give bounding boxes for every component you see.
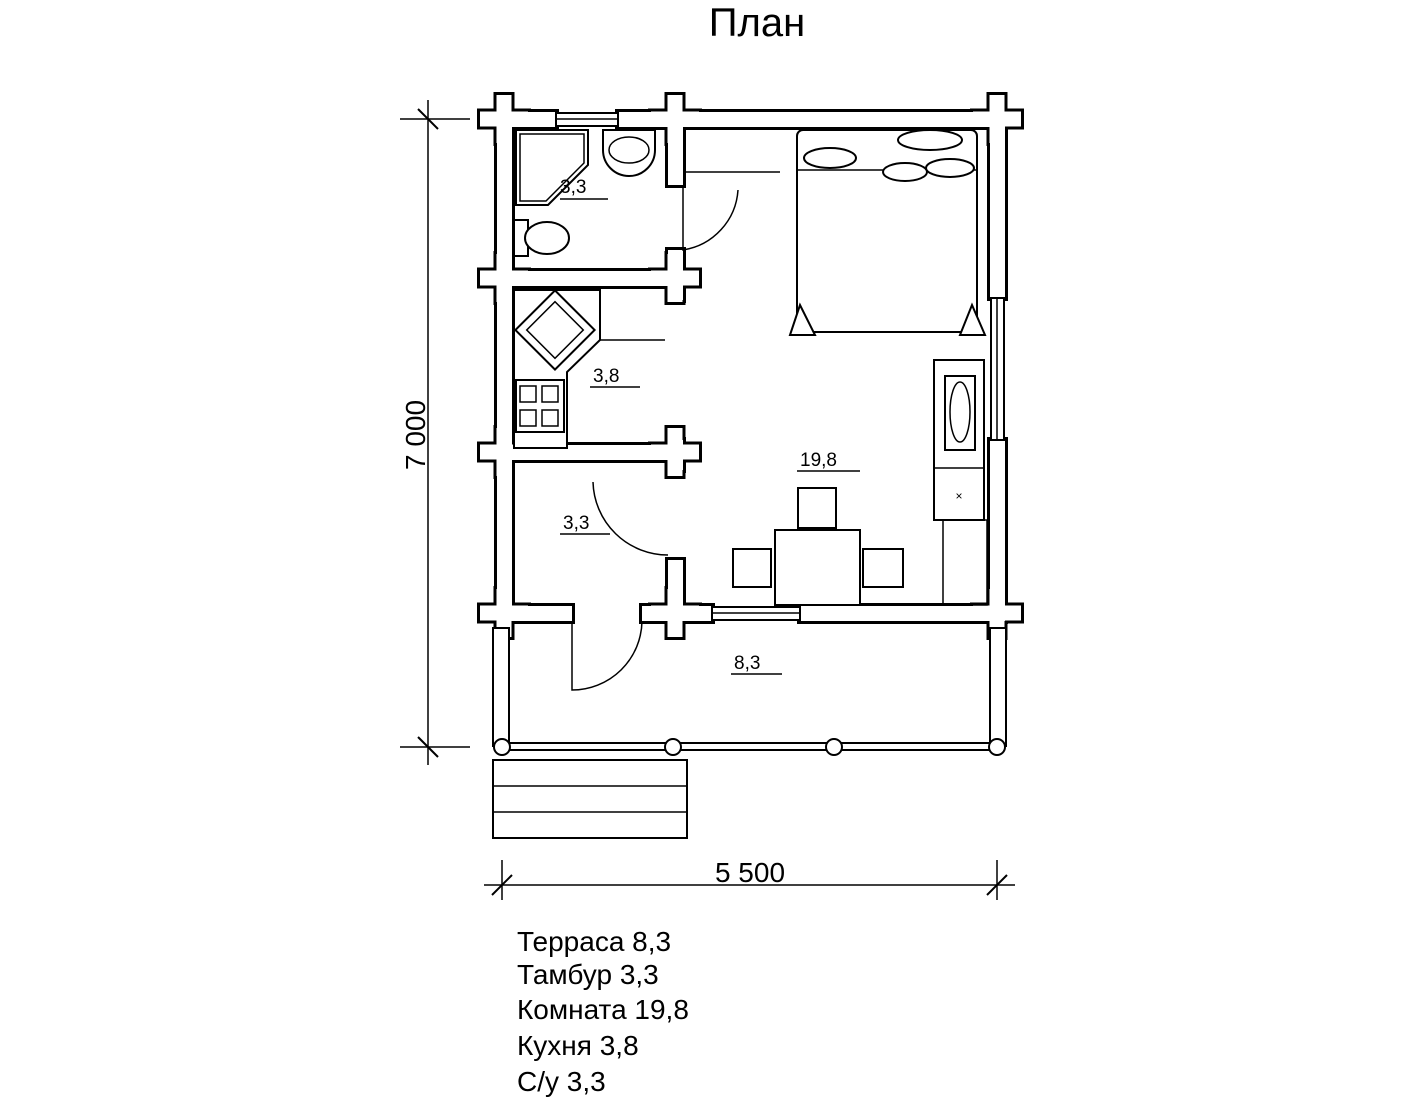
legend-item: С/у 3,3: [517, 1066, 606, 1097]
wall-segment: [651, 605, 699, 621]
room-area-room: 19,8: [800, 450, 837, 471]
legend-item: Терраса 8,3: [517, 926, 671, 957]
dimension-width-label: 5 500: [715, 857, 785, 888]
wall-segment: [497, 112, 512, 621]
cabinets: ×: [933, 359, 988, 606]
wall-segment: [480, 270, 528, 286]
terrace: [492, 627, 1007, 756]
bathroom-fixtures: [513, 129, 656, 257]
wall-segment: [990, 440, 1005, 621]
legend-item: Кухня 3,8: [517, 1030, 639, 1061]
wall-segment: [618, 112, 1005, 127]
wall-segment: [480, 111, 528, 127]
wall-segment: [651, 444, 699, 460]
room-labels: 3,3 3,8 19,8 3,3 8,3: [560, 177, 860, 675]
steps: [492, 759, 688, 839]
dimension-height-label: 7 000: [400, 400, 431, 470]
plan-title: План: [709, 1, 805, 45]
bed: [788, 129, 987, 336]
wall-segment: [973, 111, 1021, 127]
doors: [571, 171, 780, 691]
dining-table: [732, 487, 904, 606]
wall-segment: [651, 270, 699, 286]
room-area-bathroom: 3,3: [560, 177, 586, 198]
kitchen-fixtures: [513, 288, 601, 449]
svg-text:×: ×: [955, 489, 962, 503]
wall-segment: [504, 271, 675, 286]
room-area-kitchen: 3,8: [593, 366, 619, 387]
legend-item: Тамбур 3,3: [517, 959, 659, 990]
dimension-width: [484, 860, 1015, 900]
room-area-vestibule: 3,3: [563, 513, 589, 534]
wall-segment: [480, 605, 528, 621]
wall-segment: [651, 111, 699, 127]
dimension-height: [400, 100, 470, 765]
wall-segment: [990, 112, 1005, 298]
legend-item: Комната 19,8: [517, 994, 689, 1025]
wall-segment: [800, 606, 1005, 621]
room-area-terrace: 8,3: [734, 653, 760, 674]
area-legend: Терраса 8,3 Тамбур 3,3 Комната 19,8 Кухн…: [517, 926, 689, 1097]
windows: [555, 112, 1005, 621]
wall-segment: [973, 605, 1021, 621]
